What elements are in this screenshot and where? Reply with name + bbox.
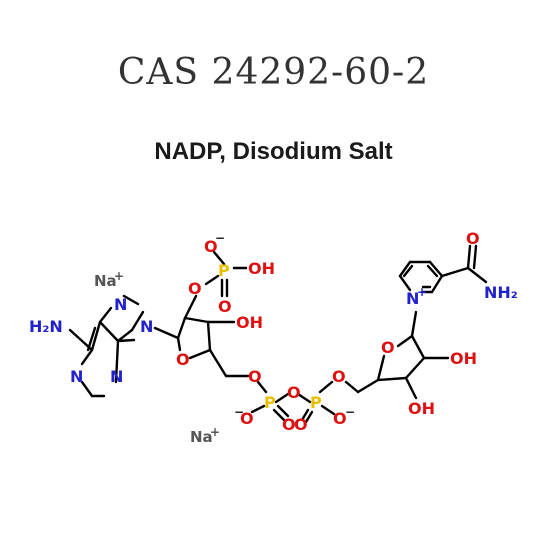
phosphate-b-minus: − xyxy=(345,405,355,419)
phosphate2-double-oxygen: O xyxy=(218,297,232,316)
amide-amine: NH₂ xyxy=(484,283,518,302)
adenine-bonds xyxy=(68,294,145,398)
phosphate2-minus: − xyxy=(215,231,225,245)
nicotinamide-bonds xyxy=(398,244,488,294)
phosphate-b-phosphorus: P xyxy=(310,393,322,412)
ribose2-bonds xyxy=(356,310,450,400)
phosphate2-phosphorus: P xyxy=(218,261,230,280)
phosphate2-hydroxyl: OH xyxy=(248,259,275,278)
sodium-charge-1: + xyxy=(114,269,124,283)
sodium-charge-2: + xyxy=(210,425,220,439)
amide-oxygen: O xyxy=(466,229,480,248)
phosphate-a-double-oxygen: O xyxy=(282,415,296,434)
adenine-n3: N xyxy=(110,367,123,386)
phosphate-a-minus: − xyxy=(234,405,244,419)
ribose1-bonds xyxy=(153,294,250,378)
bridge-oxygen: O xyxy=(287,383,301,402)
ribose1-hydroxyl: OH xyxy=(236,313,263,332)
cas-number: CAS 24292-60-2 xyxy=(117,52,430,93)
sodium-counterion-1: Na + xyxy=(94,269,124,290)
ribose2-hydroxyl-2: OH xyxy=(408,399,435,418)
pyridinium-nitrogen: N xyxy=(406,289,419,308)
compound-name: NADP, Disodium Salt xyxy=(154,138,393,165)
adenine-n1: N xyxy=(70,367,83,386)
sodium-symbol-2: Na xyxy=(190,428,213,446)
c5b-link-oxygen: O xyxy=(332,367,346,386)
c5-link-oxygen: O xyxy=(248,367,262,386)
phosphate2-link-oxygen: O xyxy=(188,279,202,298)
adenine-n7: N xyxy=(114,295,127,314)
adenine-n9: N xyxy=(140,317,153,336)
diphosphate-bonds xyxy=(250,380,360,424)
sodium-counterion-2: Na + xyxy=(190,425,220,446)
phosphate-a-phosphorus: P xyxy=(264,393,276,412)
phosphate-b-anion-oxygen: O xyxy=(333,409,347,428)
phosphate2-bonds xyxy=(204,250,248,298)
pyridinium-plus: + xyxy=(417,285,427,299)
ribose1-ring-oxygen: O xyxy=(176,350,190,369)
ribose2-ring-oxygen: O xyxy=(381,338,395,357)
phosphate-b-double-oxygen: O xyxy=(294,415,308,434)
sodium-symbol-1: Na xyxy=(94,272,117,290)
amine-label: H₂N xyxy=(29,317,63,336)
phosphate-a-anion-oxygen: O xyxy=(240,409,254,428)
ribose2-hydroxyl-3: OH xyxy=(450,349,477,368)
phosphate2-anion-oxygen: O xyxy=(204,237,218,256)
